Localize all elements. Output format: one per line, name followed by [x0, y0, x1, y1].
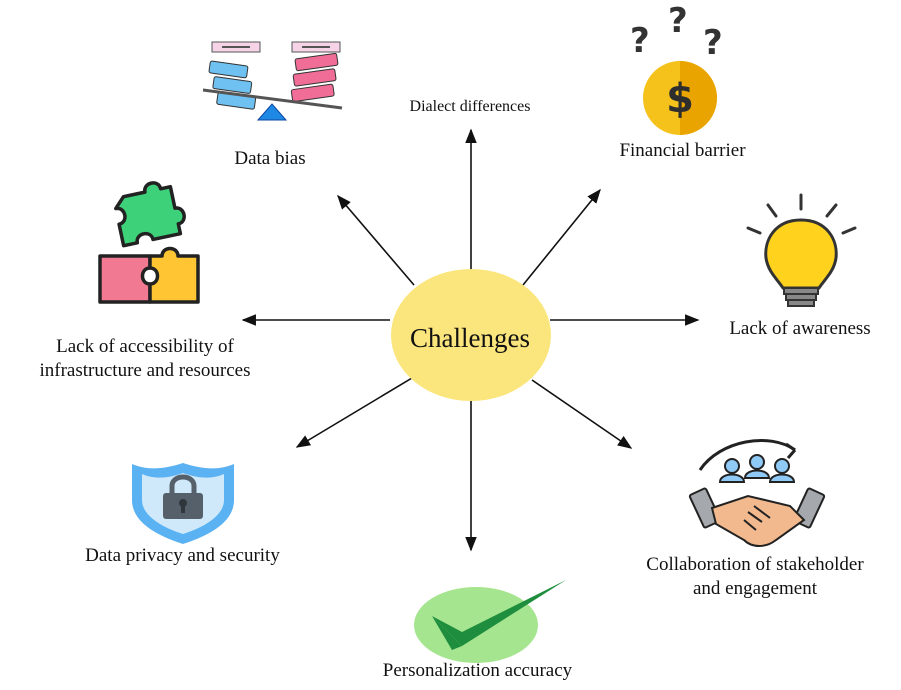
- center-ellipse: [391, 269, 551, 401]
- label-lack-of-accessibility-line1: Lack of accessibility of: [56, 336, 234, 357]
- label-personalization-accuracy: Personalization accuracy: [382, 660, 573, 681]
- label-dialect-differences: Dialect differences: [409, 98, 531, 115]
- svg-text:?: ?: [668, 1, 688, 41]
- svg-text:?: ?: [703, 23, 723, 63]
- svg-text:$: $: [666, 76, 694, 122]
- shield-lock-icon: [132, 463, 234, 544]
- arrows: [241, 128, 700, 552]
- dollar-coin-question-icon: ? ? ? $: [630, 1, 723, 135]
- svg-text:?: ?: [630, 21, 650, 61]
- checkmark-icon: [414, 580, 566, 663]
- label-lack-of-accessibility-line2: infrastructure and resources: [39, 360, 251, 381]
- arrow-bias: [337, 194, 415, 286]
- handshake-team-icon: [688, 438, 826, 547]
- arrow-financial: [522, 188, 601, 286]
- arrow-privacy: [295, 377, 413, 448]
- label-collaboration-line2: and engagement: [693, 578, 817, 599]
- label-data-bias: Data bias: [234, 148, 306, 169]
- label-lack-of-awareness: Lack of awareness: [729, 318, 871, 339]
- lightbulb-icon: [746, 193, 857, 307]
- label-collaboration-line1: Collaboration of stakeholder: [646, 554, 864, 575]
- puzzle-pieces-icon: [98, 181, 200, 304]
- center-label: Challenges: [410, 322, 530, 353]
- label-financial-barrier: Financial barrier: [619, 140, 746, 161]
- balance-scale-icon: [202, 41, 343, 121]
- label-data-privacy: Data privacy and security: [85, 545, 280, 566]
- arrow-collab: [531, 379, 633, 449]
